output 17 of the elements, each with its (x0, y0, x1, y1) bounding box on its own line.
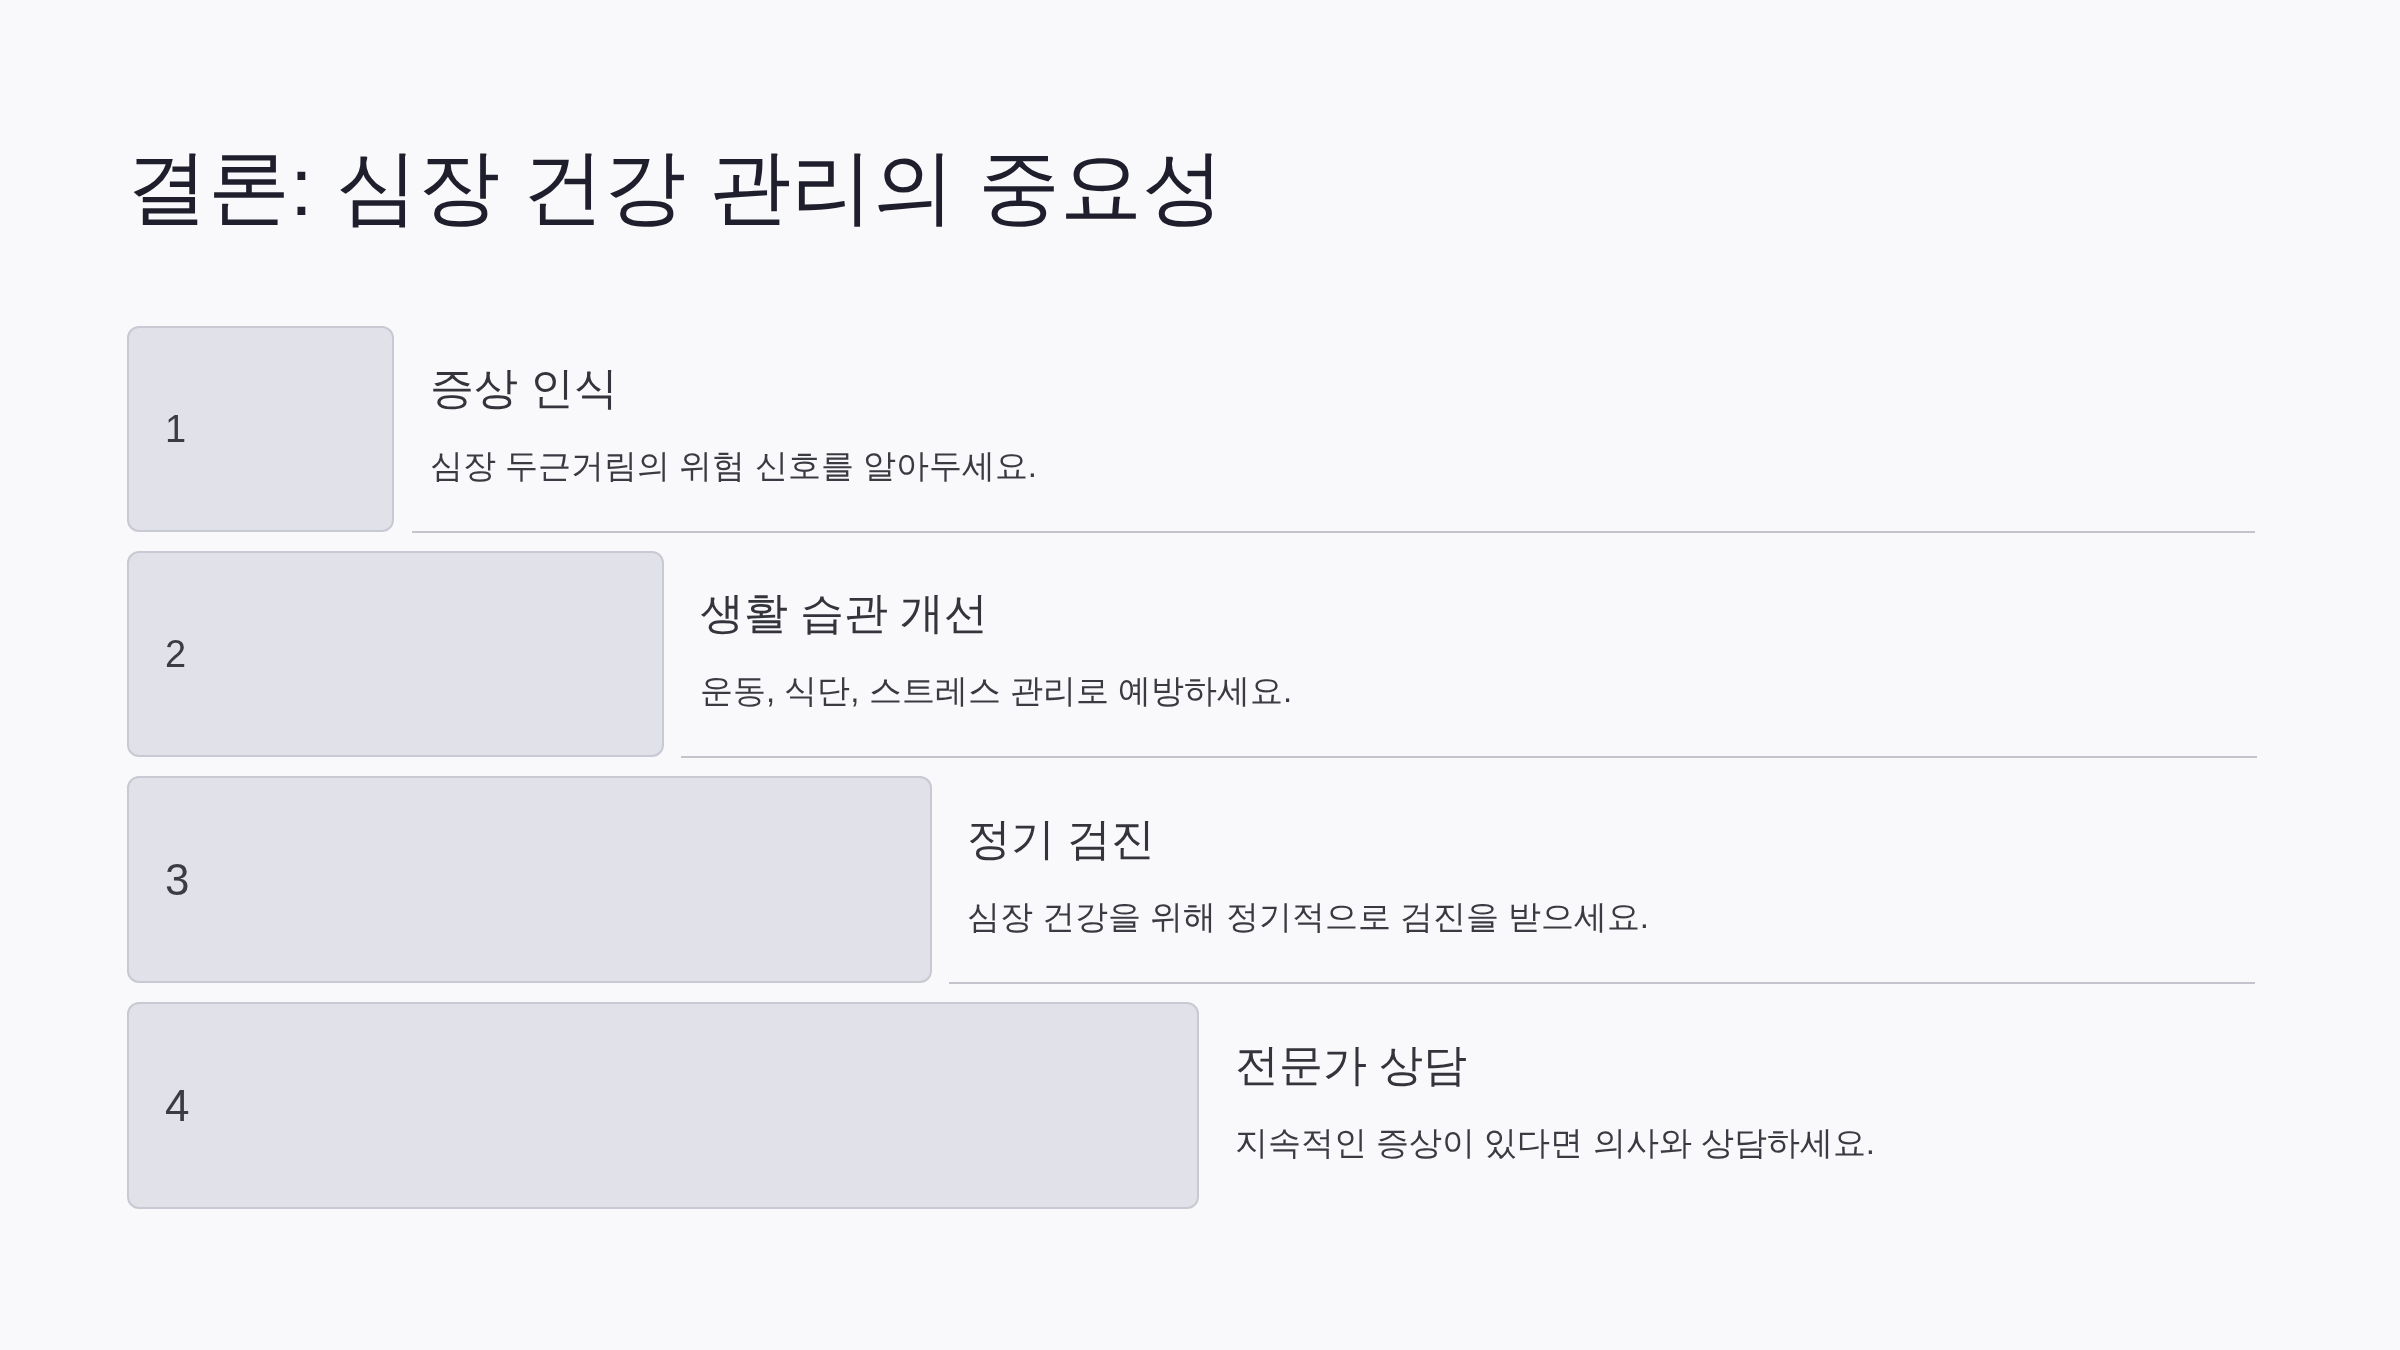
step-description: 심장 건강을 위해 정기적으로 검진을 받으세요. (967, 896, 1649, 937)
step-box (127, 776, 932, 983)
step-number: 4 (165, 1083, 190, 1128)
step-heading: 생활 습관 개선 (700, 586, 989, 639)
step-box (127, 551, 664, 757)
step-heading: 전문가 상담 (1235, 1038, 1468, 1091)
step-description: 운동, 식단, 스트레스 관리로 예방하세요. (700, 671, 1293, 711)
slide-title: 결론: 심장 건강 관리의 중요성 (126, 142, 1224, 233)
step-heading: 증상 인식 (430, 361, 619, 414)
step-number: 2 (165, 635, 187, 673)
step-box (127, 1002, 1199, 1209)
step-number: 3 (165, 857, 190, 902)
step-description: 지속적인 증상이 있다면 의사와 상담하세요. (1235, 1122, 1875, 1163)
step-number: 1 (165, 410, 187, 448)
step-description: 심장 두근거림의 위험 신호를 알아두세요. (430, 446, 1037, 486)
step-box (127, 326, 394, 532)
step-heading: 정기 검진 (967, 812, 1156, 865)
